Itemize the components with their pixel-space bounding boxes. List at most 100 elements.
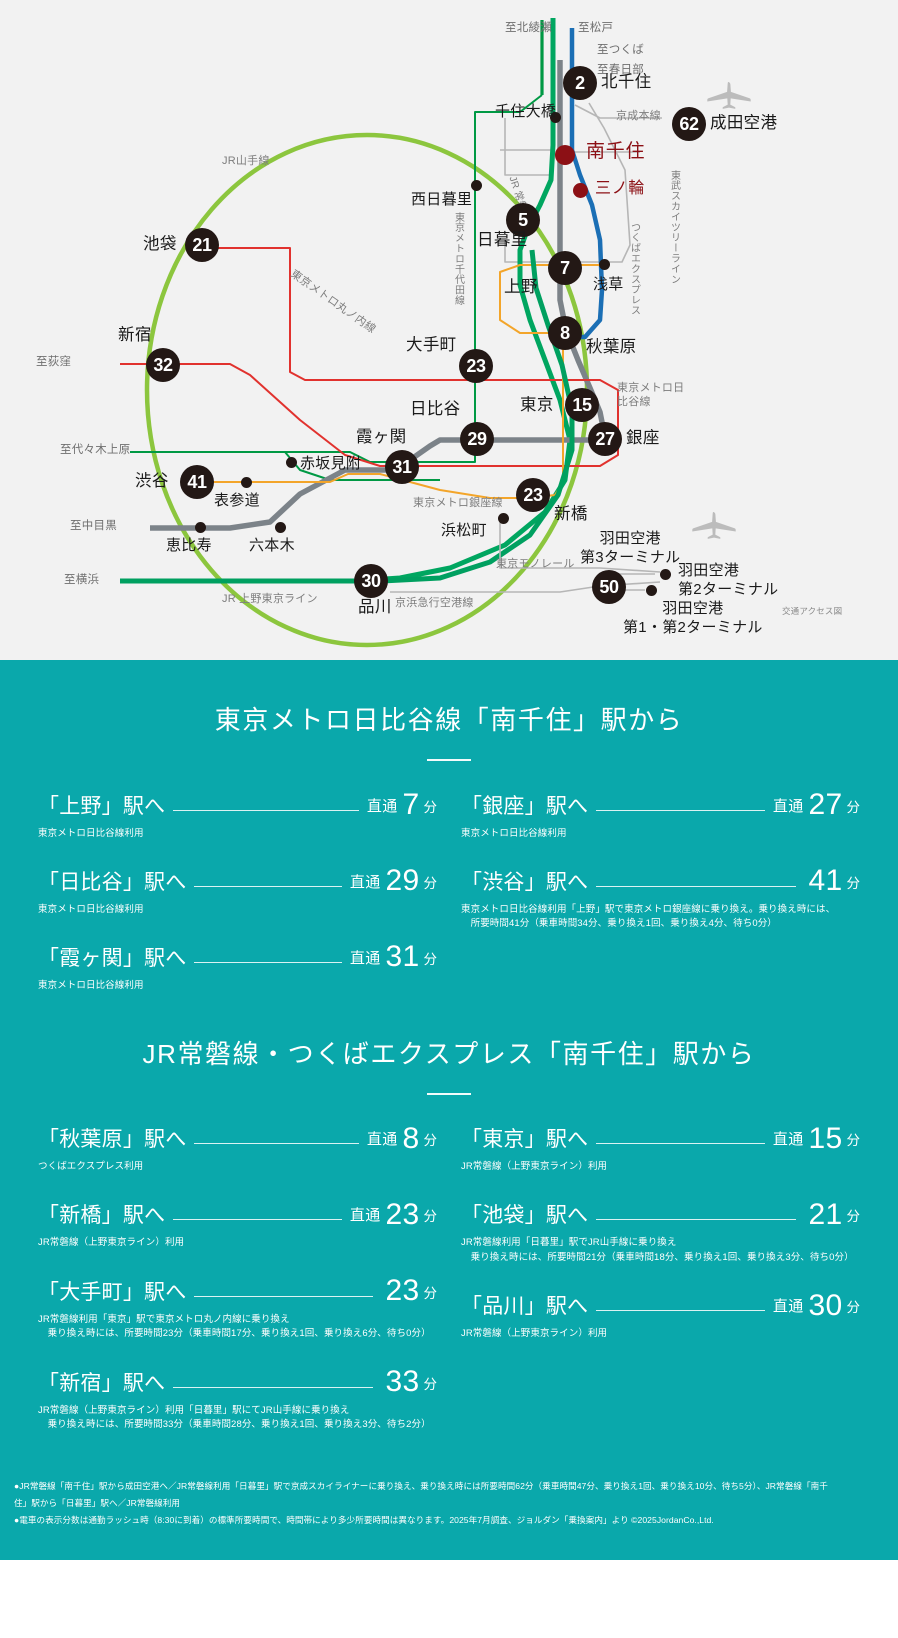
station-label-akihabara: 秋葉原	[586, 338, 637, 356]
station-dot-senjuohashi	[550, 112, 561, 123]
route-minutes-unit: 分	[846, 1209, 861, 1225]
route-dash	[173, 809, 359, 811]
route-destination: 「上野」駅へ	[38, 794, 166, 818]
station-node-ginza[interactable]: 27	[588, 422, 622, 456]
station-node-shinagawa[interactable]: 30	[354, 564, 388, 598]
route-destination: 「東京」駅へ	[461, 1128, 589, 1152]
route-minutes: 29	[385, 864, 420, 898]
station-node-shinjuku[interactable]: 32	[146, 348, 180, 382]
route-item: 「渋谷」駅へ 41 分 東京メトロ日比谷線利用「上野」駅で東京メトロ銀座線に乗り…	[461, 864, 860, 932]
route-direct-label: 直通	[772, 1298, 804, 1316]
station-node-kasumigaseki[interactable]: 31	[385, 450, 419, 484]
station-node-ueno[interactable]: 7	[548, 251, 582, 285]
route-minutes-unit: 分	[423, 1209, 438, 1225]
station-label-otemachi: 大手町	[406, 336, 457, 354]
route-dash	[194, 885, 342, 887]
line-label-tobu-skytree: 東武スカイツリーライン	[668, 170, 680, 285]
route-minutes-unit: 分	[846, 1133, 861, 1149]
route-minutes: 30	[808, 1288, 843, 1322]
route-destination: 「大手町」駅へ	[38, 1280, 187, 1304]
airplane-icon-haneda	[690, 510, 738, 545]
home-station-label-minowa: 三ノ輪	[595, 180, 645, 197]
route-destination: 「日比谷」駅へ	[38, 870, 187, 894]
line-label-ueno-tokyo: JR 上野東京ライン	[222, 593, 318, 605]
station-node-shibuya[interactable]: 41	[180, 465, 214, 499]
route-note: JR常磐線利用「日暮里」駅でJR山手線に乗り換え 乗り換え時には、所要時間21分…	[461, 1237, 854, 1264]
route-dash	[194, 1295, 373, 1297]
map-lines-svg	[120, 18, 700, 648]
station-node-hibiya[interactable]: 29	[460, 422, 494, 456]
route-destination: 「池袋」駅へ	[461, 1204, 589, 1228]
station-node-narita-airport[interactable]: 62	[672, 107, 706, 141]
terminus-label-yokohama: 至横浜	[64, 574, 100, 586]
terminus-label-kasukabe: 至春日部	[597, 64, 644, 76]
station-node-akihabara[interactable]: 8	[548, 316, 582, 350]
station-label-tokyo: 東京	[520, 396, 554, 414]
station-label-roppongi: 六本木	[249, 537, 295, 554]
route-direct-label: 直通	[366, 1131, 398, 1149]
route-direct-label: 直通	[366, 797, 398, 815]
station-node-nippori[interactable]: 5	[506, 203, 540, 237]
line-label-tsukuba-express: つくばエクスプレス	[628, 222, 640, 316]
route-minutes: 31	[385, 940, 420, 974]
route-item: 「大手町」駅へ 23 分 JR常磐線利用「東京」駅で東京メトロ丸ノ内線に乗り換え…	[38, 1276, 437, 1342]
route-minutes-unit: 分	[423, 1133, 438, 1149]
route-minutes: 41	[808, 864, 843, 898]
station-label-nippori: 日暮里	[477, 231, 528, 249]
route-note: 東京メトロ日比谷線利用	[38, 827, 144, 839]
route-minutes: 21	[808, 1197, 843, 1231]
route-dash	[194, 961, 342, 963]
route-item: 「上野」駅へ 直通 7 分 東京メトロ日比谷線利用	[38, 790, 437, 841]
station-node-kitasenju[interactable]: 2	[563, 66, 597, 100]
airport-label-haneda-t2: 羽田空港第2ターミナル	[678, 562, 779, 598]
line-label-ginza: 東京メトロ銀座線	[413, 497, 503, 509]
station-node-ikebukuro[interactable]: 21	[185, 228, 219, 262]
route-item: 「霞ヶ関」駅へ 直通 31 分 東京メトロ日比谷線利用	[38, 940, 437, 993]
station-label-shibuya: 渋谷	[135, 472, 169, 490]
route-minutes: 23	[385, 1197, 420, 1231]
route-destination: 「新橋」駅へ	[38, 1204, 166, 1228]
footer-line-3: ●電車の表示分数は通勤ラッシュ時（8:30に到着）の標準所要時間で、時間帯により…	[14, 1515, 714, 1526]
station-label-omotesando: 表参道	[214, 492, 260, 509]
home-station-label-minamisenju: 南千住	[586, 141, 646, 162]
route-item: 「日比谷」駅へ 直通 29 分 東京メトロ日比谷線利用	[38, 864, 437, 917]
station-node-tokyo[interactable]: 15	[565, 388, 599, 422]
terminus-label-ogikubo: 至荻窪	[36, 356, 72, 368]
footer-disclaimer: ●JR常磐線「南千住」駅から成田空港へ／JR常磐線利用「日暮里」駅で京成スカイラ…	[0, 1459, 898, 1546]
transit-access-map: 至北綾瀬 至松戸 至つくば 至春日部 至荻窪 至代々木上原 至中目黒 至横浜 J…	[0, 0, 898, 660]
route-note: JR常磐線利用「東京」駅で東京メトロ丸ノ内線に乗り換え 乗り換え時には、所要時間…	[38, 1313, 431, 1340]
route-destination: 「秋葉原」駅へ	[38, 1128, 187, 1152]
station-label-kasumigaseki: 霞ヶ関	[356, 428, 407, 446]
line-label-keisei: 京成本線	[616, 110, 661, 122]
station-label-shinjuku: 新宿	[118, 326, 152, 344]
route-note: JR常磐線（上野東京ライン）利用	[38, 1237, 185, 1249]
section2-divider	[427, 1092, 471, 1095]
route-minutes: 15	[808, 1121, 843, 1155]
route-item: 「池袋」駅へ 21 分 JR常磐線利用「日暮里」駅でJR山手線に乗り換え 乗り換…	[461, 1197, 861, 1266]
station-node-shinbashi[interactable]: 23	[516, 478, 550, 512]
station-node-otemachi[interactable]: 23	[459, 349, 493, 383]
line-label-yamanote: JR山手線	[222, 155, 270, 167]
route-minutes-unit: 分	[846, 799, 861, 815]
station-dot-akasakamitsuke	[286, 457, 297, 468]
route-destination: 「品川」駅へ	[461, 1295, 589, 1319]
route-minutes-unit: 分	[846, 1300, 861, 1316]
section2-routes: 「秋葉原」駅へ 直通 8 分 つくばエクスプレス利用 「新橋」駅へ 直通 23 …	[0, 1121, 898, 1459]
terminus-label-nakameguro: 至中目黒	[70, 520, 117, 532]
section2-left-column: 「秋葉原」駅へ 直通 8 分 つくばエクスプレス利用 「新橋」駅へ 直通 23 …	[38, 1123, 438, 1459]
section2-title: JR常磐線・つくばエクスプレス「南千住」駅から	[142, 1038, 756, 1069]
home-station-dot-minowa	[573, 183, 588, 198]
route-note: JR常磐線（上野東京ライン）利用「日暮里」駅にてJR山手線に乗り換え 乗り換え時…	[38, 1404, 431, 1431]
route-dash	[194, 1143, 359, 1145]
route-dash	[173, 1386, 373, 1388]
station-dot-ebisu	[195, 522, 206, 533]
line-label-keikyu-airport: 京浜急行空港線	[395, 597, 474, 609]
terminus-label-kitaayase: 至北綾瀬	[505, 22, 552, 34]
station-dot-omotesando	[241, 477, 252, 488]
route-destination: 「新宿」駅へ	[38, 1371, 166, 1395]
station-dot-roppongi	[275, 522, 286, 533]
station-dot-hamamatsucho	[498, 513, 509, 524]
station-node-haneda-airport[interactable]: 50	[592, 570, 626, 604]
station-dot-asakusa	[599, 259, 610, 270]
station-label-nishinippori: 西日暮里	[411, 191, 473, 208]
